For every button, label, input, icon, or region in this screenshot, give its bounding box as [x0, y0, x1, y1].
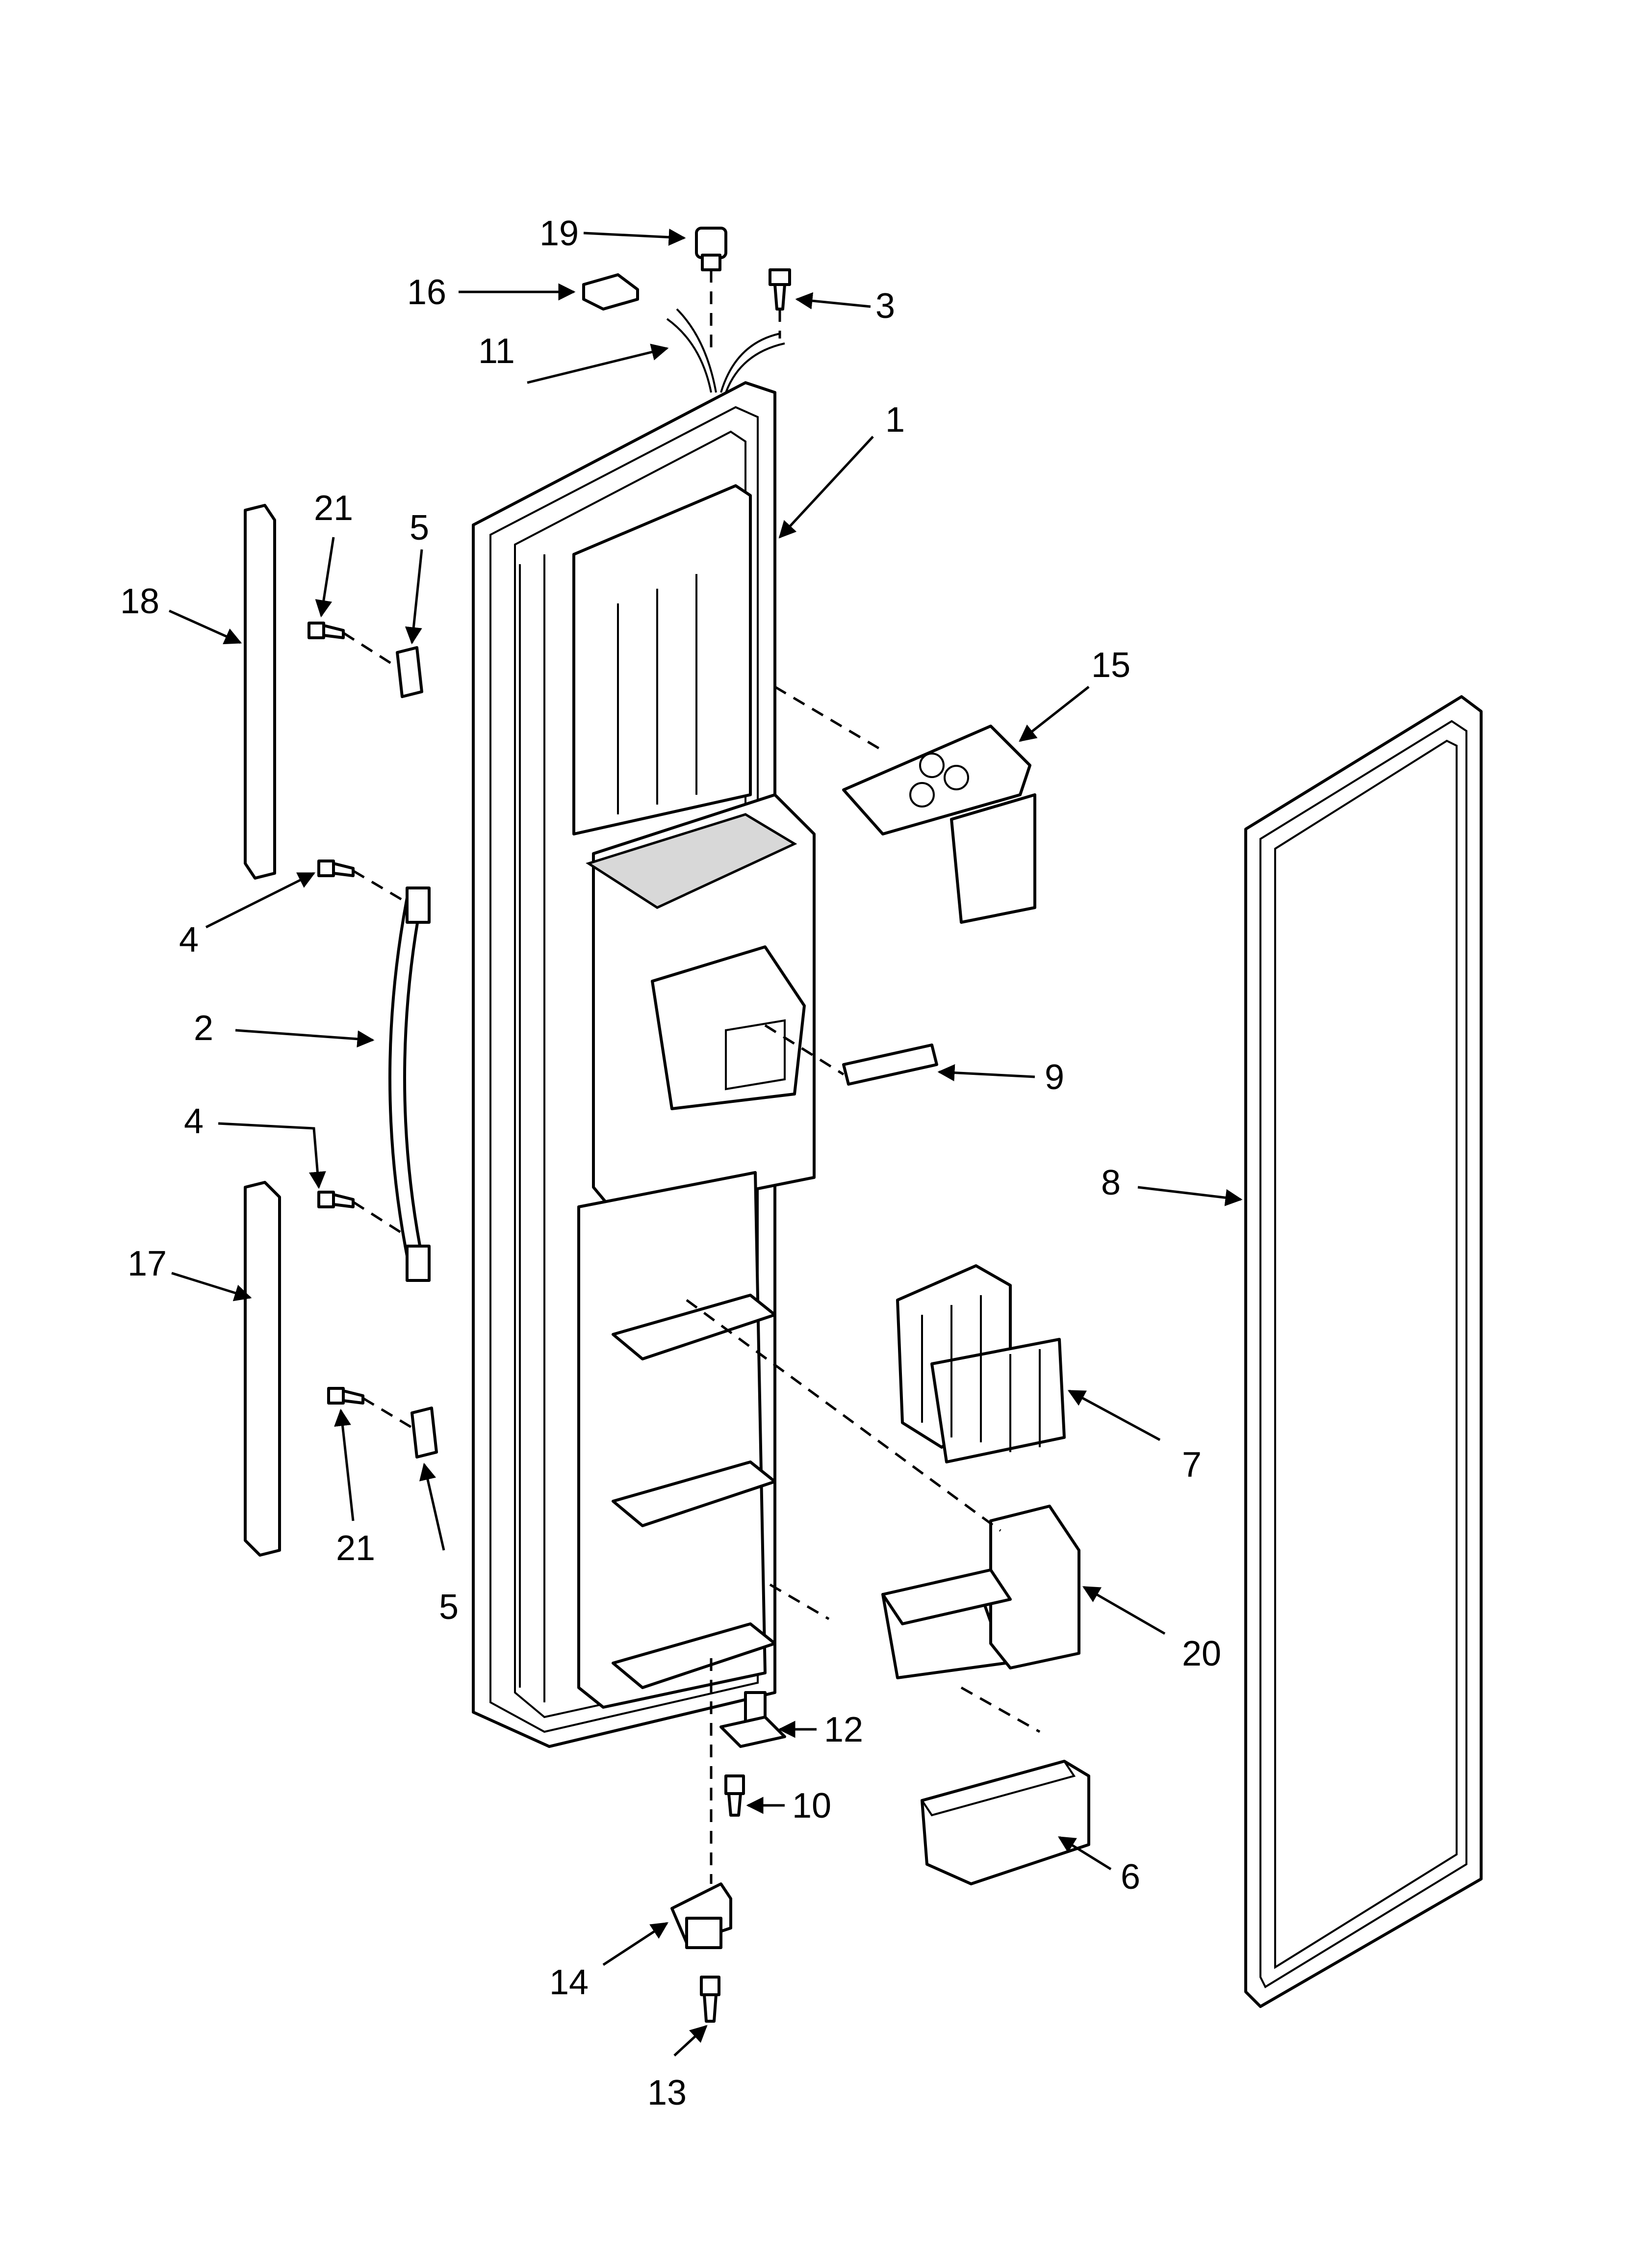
callout-1: 1 [885, 400, 905, 440]
callout-10: 10 [792, 1786, 831, 1825]
callout-15: 15 [1091, 646, 1130, 685]
hinge-14 [670, 1882, 732, 1949]
connector-16 [582, 273, 639, 311]
freezer-door-assembly [472, 381, 816, 1748]
wire-harness-11 [666, 308, 785, 393]
callout-5: 5 [439, 1588, 459, 1627]
callout-16: 16 [407, 273, 446, 312]
screw-21-bottom [327, 1387, 364, 1405]
callout-3: 3 [875, 287, 895, 326]
callout-6: 6 [1121, 1857, 1140, 1897]
callout-21: 21 [314, 489, 353, 528]
callout-17: 17 [128, 1244, 167, 1283]
callout-20: 20 [1182, 1634, 1221, 1673]
callout-9: 9 [1045, 1058, 1064, 1097]
screw-10 [724, 1774, 745, 1817]
screw-3 [769, 268, 791, 311]
bin-6 [920, 1760, 1090, 1885]
callout-11: 11 [478, 332, 515, 371]
clip-5-top [396, 646, 423, 698]
callout-4: 4 [184, 1102, 204, 1141]
callout-labels: 19 16 3 11 1 21 5 18 15 4 2 9 4 8 17 7 2… [120, 214, 1221, 2112]
callout-12: 12 [824, 1710, 863, 1749]
bin-20 [881, 1505, 1080, 1679]
basket-7 [896, 1264, 1066, 1463]
cap-19 [695, 227, 727, 271]
handle-2 [388, 886, 431, 1282]
screw-4-top [317, 860, 355, 877]
callout-14: 14 [549, 1963, 589, 2002]
screw-21-top [308, 622, 345, 639]
callout-18: 18 [120, 582, 159, 621]
callout-2: 2 [194, 1009, 213, 1048]
callout-7: 7 [1182, 1445, 1202, 1485]
callout-19: 19 [539, 214, 579, 253]
strip-9 [842, 1043, 938, 1086]
leader-lines [168, 228, 1243, 2057]
hinge-pin-12 [719, 1691, 786, 1748]
callout-8: 8 [1101, 1163, 1121, 1202]
callout-21: 21 [336, 1529, 375, 1568]
callout-5: 5 [410, 508, 429, 547]
callout-4: 4 [179, 920, 199, 960]
trim-strip-18 [244, 504, 276, 880]
screw-4-bottom [317, 1191, 355, 1208]
callout-13: 13 [647, 2073, 687, 2112]
clip-5-bottom [410, 1407, 438, 1459]
trim-strip-17 [244, 1181, 281, 1557]
screw-13 [700, 1976, 720, 2023]
gasket-8 [1244, 695, 1483, 2008]
bracket-15 [842, 725, 1036, 924]
